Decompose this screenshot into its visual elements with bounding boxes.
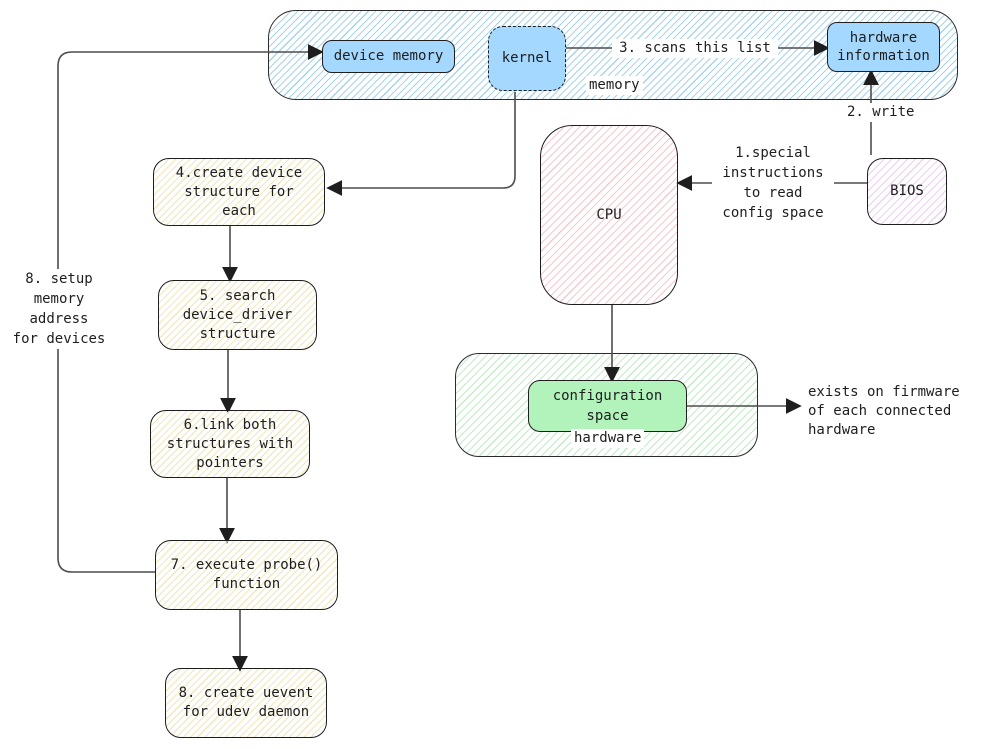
node-configuration-space: configuration space bbox=[528, 380, 687, 432]
memory-group-label: memory bbox=[586, 76, 643, 95]
edge-label-write: 2. write bbox=[844, 103, 918, 122]
node-bios: BIOS bbox=[867, 158, 947, 225]
edge-label-setup-memory-address: 8. setup memory address for devices bbox=[8, 269, 110, 349]
edge-label-special-instructions: 1.special instructions to read config sp… bbox=[712, 143, 834, 223]
hardware-group-label: hardware bbox=[571, 429, 645, 448]
edge-label-scans-this-list: 3. scans this list bbox=[612, 39, 778, 58]
note-exists-on-firmware: exists on firmware of each connected har… bbox=[808, 384, 960, 438]
node-step5-search-device-driver: 5. search device_driver structure bbox=[158, 280, 317, 350]
arrow-kernel-to-step4 bbox=[326, 92, 516, 196]
node-step7-execute-probe: 7. execute probe() function bbox=[155, 540, 338, 610]
node-step8-create-uevent: 8. create uevent for udev daemon bbox=[165, 668, 327, 738]
node-hardware-information: hardware information bbox=[827, 22, 940, 72]
node-kernel: kernel bbox=[488, 26, 566, 91]
node-step4-create-device-structure: 4.create device structure for each bbox=[153, 158, 325, 226]
node-cpu: CPU bbox=[540, 125, 678, 305]
node-step6-link-structures: 6.link both structures with pointers bbox=[150, 410, 310, 478]
node-device-memory: device memory bbox=[322, 40, 455, 73]
